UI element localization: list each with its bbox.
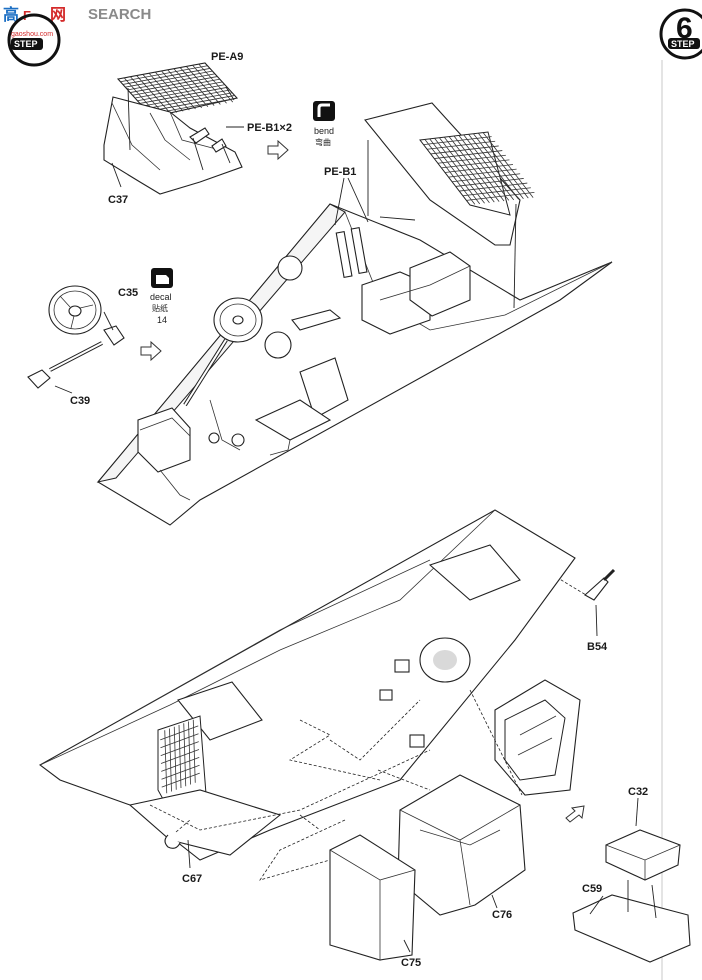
mesh-line [186, 66, 221, 105]
mesh-line [161, 764, 200, 780]
mesh-grid [120, 63, 237, 117]
mesh-line [192, 65, 227, 104]
part-c32 [605, 829, 681, 881]
mesh-line [482, 132, 534, 198]
mesh-line [477, 132, 529, 199]
part-c67-group: C67 [164, 819, 202, 885]
step-badge-right: 6 STEP [659, 8, 702, 60]
mesh-line [466, 191, 535, 201]
mesh-line [183, 723, 187, 787]
rear-hatch-panel [469, 679, 581, 796]
part-c37-frame [103, 96, 243, 195]
mesh-line [179, 67, 215, 106]
watermark-brand-right: SEARCH [88, 6, 151, 23]
label-c35: C35 [118, 287, 138, 299]
mesh-line [444, 164, 514, 173]
mesh-line [463, 134, 515, 201]
part-b54 [584, 577, 609, 601]
mesh-line [139, 87, 227, 104]
mesh-line [192, 719, 196, 783]
label-c67: C67 [182, 873, 202, 885]
label-c37: C37 [108, 194, 128, 206]
mesh-line [144, 92, 232, 110]
mesh-line [142, 89, 230, 107]
step-badge-right-text: STEP [671, 39, 695, 49]
label-pe-a9: PE-A9 [211, 51, 243, 63]
step-badge-left: STEP [7, 13, 61, 67]
direction-arrow-icon [140, 340, 162, 362]
watermark-brand-mid: 网 [50, 6, 66, 24]
lamp-subassembly: C32 C59 [572, 786, 691, 963]
direction-arrow-icon [267, 139, 289, 161]
watermark-url: gaoshou.com [11, 31, 53, 38]
mesh-line [147, 95, 235, 112]
pe-b1-piece [211, 138, 227, 153]
mesh-grid [160, 719, 200, 794]
bend-text-cn: 弯曲 [315, 137, 331, 147]
mesh-line [161, 756, 200, 772]
mesh-line [134, 81, 223, 99]
lower-hull-underside [38, 509, 576, 881]
upper-hull-interior: PE-B1 [96, 102, 613, 526]
watermark: 高 F 网 SEARCH gaoshou.com [3, 5, 151, 38]
part-c59-base [572, 894, 691, 963]
mesh-line [198, 63, 234, 103]
label-c32: C32 [628, 786, 648, 798]
mesh-line [173, 68, 209, 107]
label-pe-b1: PE-B1 [324, 166, 356, 178]
mesh-line [455, 178, 524, 187]
part-c76 [397, 774, 526, 916]
label-b54: B54 [587, 641, 608, 653]
part-c39-column [27, 369, 51, 389]
part-c75-group: C75 [329, 834, 421, 969]
label-c76: C76 [492, 909, 512, 921]
mesh-grid [423, 132, 535, 205]
decal-text-cn: 贴纸 [152, 303, 168, 313]
rear-armour-panel [364, 102, 521, 246]
label-c39: C39 [70, 395, 90, 407]
mesh-line [137, 84, 225, 102]
mesh-line [468, 134, 519, 200]
bend-icon: bend 弯曲 [313, 101, 335, 147]
storage-box [409, 251, 471, 317]
bend-text-en: bend [314, 126, 334, 136]
battery-box [137, 407, 191, 473]
mesh-line [459, 182, 528, 192]
label-pe-b1-x2: PE-B1×2 [247, 122, 292, 134]
mesh-line [161, 772, 200, 788]
mesh-line [462, 187, 531, 197]
mesh-line [452, 173, 521, 183]
hull-hatch [428, 544, 521, 601]
seat-frame-subassembly: PE-A9 PE-B1×2 C37 [103, 51, 292, 206]
direction-arrow-icon [565, 805, 585, 823]
mesh-line [458, 135, 510, 201]
mesh-line [473, 133, 524, 199]
watermark-brand-left: 高 [3, 5, 19, 24]
part-b54-group: B54 [547, 568, 616, 653]
decal-number: 14 [157, 315, 167, 325]
steering-wheel-subassembly: C35 C39 [27, 285, 138, 407]
gauge [264, 331, 292, 359]
part-c67 [164, 834, 181, 849]
decal-text-en: decal [150, 292, 172, 302]
part-c76-group: C76 [397, 774, 526, 921]
decal-icon: decal 贴纸 14 [150, 268, 173, 325]
label-c75: C75 [401, 957, 421, 969]
mesh-line [160, 749, 200, 764]
mesh-line [448, 168, 517, 178]
step-badge-left-text: STEP [14, 39, 38, 49]
part-c75 [329, 834, 416, 961]
label-c59: C59 [582, 883, 602, 895]
mesh-line [188, 721, 191, 785]
upper-hull-floor [97, 203, 613, 526]
gauge [277, 255, 303, 281]
driver-seat [299, 357, 349, 419]
mesh-line [167, 69, 203, 109]
step-number: 6 [676, 12, 693, 45]
